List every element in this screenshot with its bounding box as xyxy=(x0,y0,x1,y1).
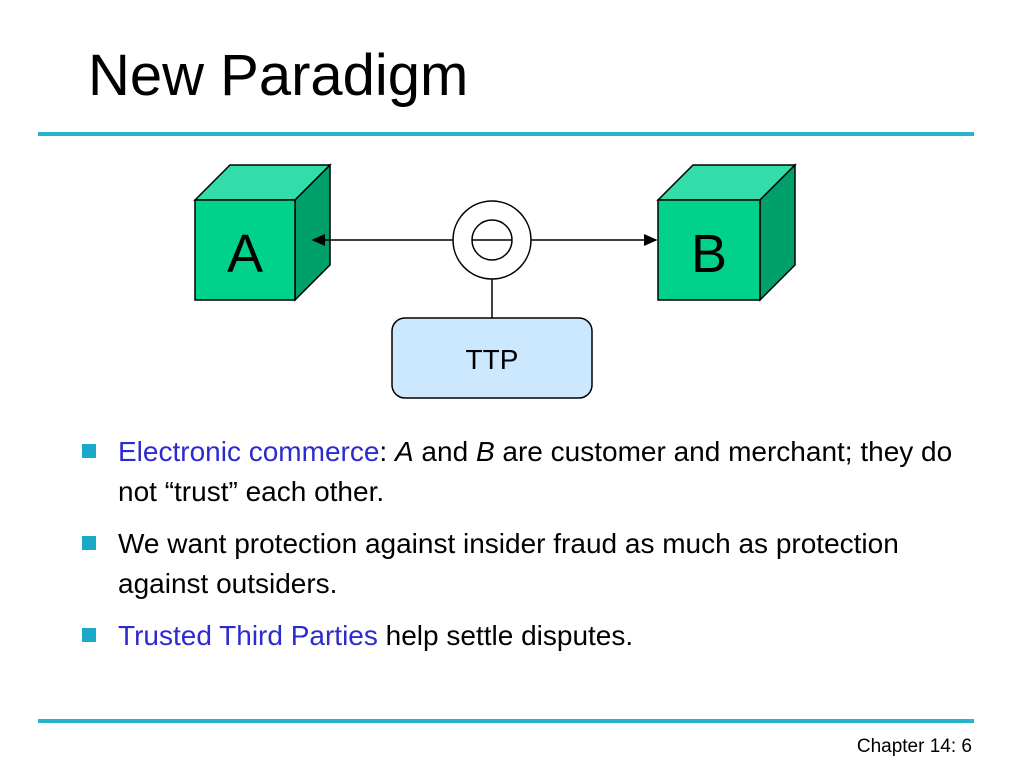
bullet-and: and xyxy=(413,436,476,467)
bullet-text: We want protection against insider fraud… xyxy=(118,528,899,599)
protocol-diagram: A B TTP xyxy=(193,163,797,399)
ttp-box: TTP xyxy=(391,317,593,399)
bullet-text: help settle disputes. xyxy=(377,620,634,651)
bullet-term: Electronic commerce xyxy=(118,436,380,467)
bullet-var-a: A xyxy=(394,436,414,467)
party-a-label: A xyxy=(227,224,263,284)
square-bullet-icon xyxy=(82,536,96,550)
bottom-rule xyxy=(38,719,974,723)
slide-title: New Paradigm xyxy=(88,43,469,108)
cube-a-front xyxy=(194,199,296,301)
bullet-var-b: B xyxy=(475,436,495,467)
party-b-cube: B xyxy=(656,163,797,302)
party-a-cube: A xyxy=(193,163,332,302)
bullet-list: Electronic commerce: A and B are custome… xyxy=(80,432,960,668)
bullet-term: Trusted Third Parties xyxy=(118,620,378,651)
ttp-label: TTP xyxy=(466,344,519,375)
party-b-label: B xyxy=(691,224,727,284)
square-bullet-icon xyxy=(82,444,96,458)
theta-ring-icon xyxy=(452,200,532,280)
square-bullet-icon xyxy=(82,628,96,642)
bullet-text: are customer and merchant; they do not “… xyxy=(118,436,953,507)
slide-footer: Chapter 14: 6 xyxy=(856,736,972,757)
top-rule xyxy=(38,132,974,136)
cube-b-front xyxy=(657,199,761,301)
bullet-colon: : xyxy=(379,436,388,467)
bullet-item: Electronic commerce: A and B are custome… xyxy=(80,432,960,512)
bullet-item: Trusted Third Parties help settle disput… xyxy=(80,616,960,656)
bullet-item: We want protection against insider fraud… xyxy=(80,524,960,604)
